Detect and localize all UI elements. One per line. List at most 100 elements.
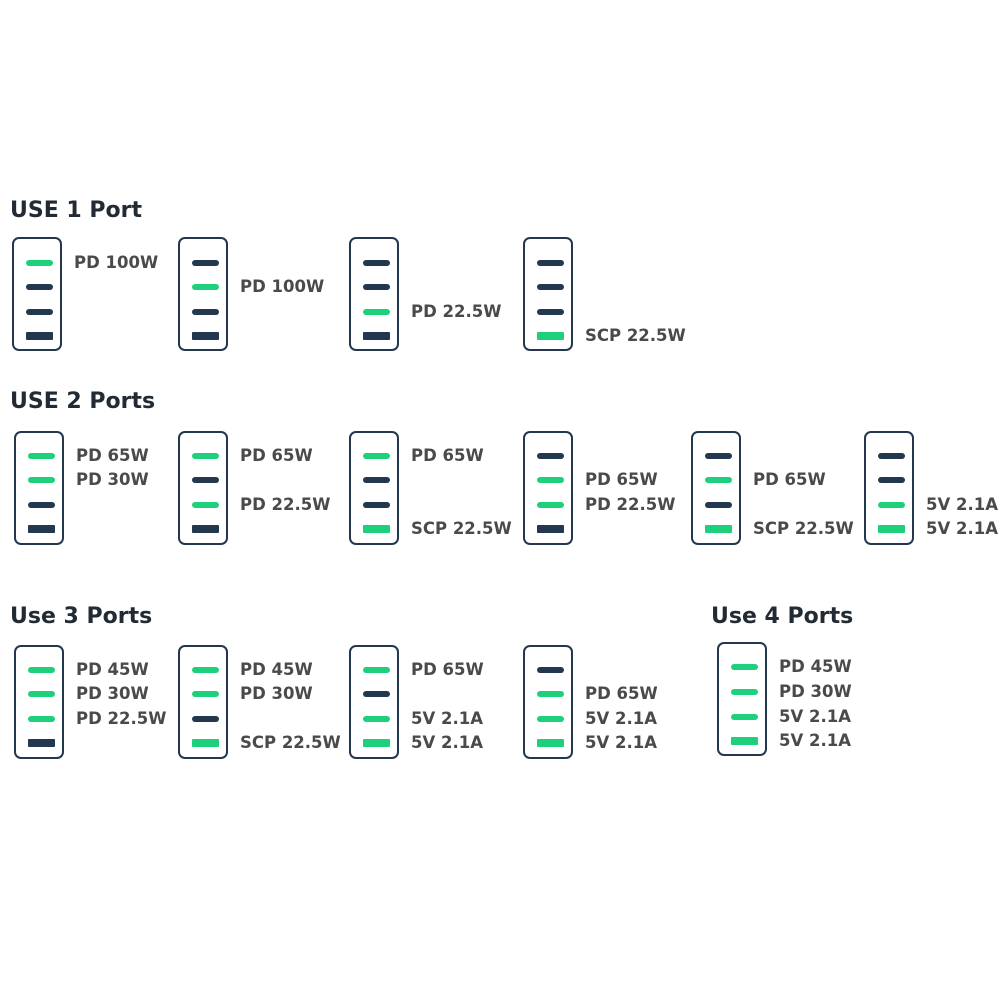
usb-c-port-indicator: [731, 713, 758, 720]
port-output-label: PD 45W: [240, 659, 313, 679]
usb-c-port-indicator: [537, 501, 564, 508]
usb-c-port-indicator: [28, 690, 55, 697]
port-output-label: PD 30W: [779, 681, 852, 701]
usb-c-port-indicator: [363, 283, 390, 290]
charger-icon: [523, 237, 573, 351]
usb-c-port-indicator: [192, 501, 219, 508]
usb-c-port-indicator: [878, 501, 905, 508]
port-output-label: PD 65W: [76, 445, 149, 465]
port-output-label: PD 65W: [753, 469, 826, 489]
port-output-label: 5V 2.1A: [926, 494, 998, 514]
charger-icon: [178, 237, 228, 351]
charger-icon: [14, 431, 64, 545]
charger-icon: [349, 431, 399, 545]
usb-c-port-indicator: [28, 476, 55, 483]
usb-c-port-indicator: [28, 452, 55, 459]
port-output-label: 5V 2.1A: [585, 732, 657, 752]
usb-c-port-indicator: [537, 259, 564, 266]
usb-c-port-indicator: [878, 476, 905, 483]
charger-icon: [12, 237, 62, 351]
usb-c-port-indicator: [363, 452, 390, 459]
port-output-label: SCP 22.5W: [411, 518, 512, 538]
usb-c-port-indicator: [705, 501, 732, 508]
port-output-label: PD 30W: [240, 683, 313, 703]
port-output-label: PD 22.5W: [585, 494, 676, 514]
port-output-label: PD 65W: [585, 683, 658, 703]
usb-a-port-indicator: [363, 738, 390, 747]
usb-c-port-indicator: [537, 308, 564, 315]
port-output-label: PD 45W: [76, 659, 149, 679]
charger-icon: [523, 431, 573, 545]
charger-icon: [864, 431, 914, 545]
port-output-label: 5V 2.1A: [411, 708, 483, 728]
port-output-label: PD 65W: [585, 469, 658, 489]
usb-c-port-indicator: [26, 308, 53, 315]
usb-c-port-indicator: [192, 666, 219, 673]
port-output-label: SCP 22.5W: [753, 518, 854, 538]
port-output-label: PD 30W: [76, 683, 149, 703]
usb-c-port-indicator: [537, 666, 564, 673]
usb-c-port-indicator: [363, 666, 390, 673]
usb-c-port-indicator: [731, 663, 758, 670]
usb-c-port-indicator: [363, 308, 390, 315]
charger-icon: [14, 645, 64, 759]
charger-icon: [349, 645, 399, 759]
port-output-label: PD 22.5W: [411, 301, 502, 321]
usb-c-port-indicator: [537, 690, 564, 697]
port-output-label: PD 65W: [411, 659, 484, 679]
usb-c-port-indicator: [731, 688, 758, 695]
charger-icon: [178, 645, 228, 759]
port-output-label: 5V 2.1A: [779, 730, 851, 750]
usb-a-port-indicator: [705, 524, 732, 533]
port-output-label: 5V 2.1A: [585, 708, 657, 728]
charger-icon: [178, 431, 228, 545]
usb-a-port-indicator: [878, 524, 905, 533]
usb-c-port-indicator: [537, 452, 564, 459]
port-output-label: 5V 2.1A: [779, 706, 851, 726]
charger-icon: [523, 645, 573, 759]
usb-a-port-indicator: [192, 524, 219, 533]
port-output-label: 5V 2.1A: [926, 518, 998, 538]
charger-icon: [691, 431, 741, 545]
section-title-use-2-ports: USE 2 Ports: [10, 389, 156, 414]
port-output-label: PD 45W: [779, 656, 852, 676]
usb-a-port-indicator: [731, 736, 758, 745]
usb-a-port-indicator: [28, 738, 55, 747]
usb-c-port-indicator: [363, 690, 390, 697]
usb-c-port-indicator: [537, 715, 564, 722]
usb-a-port-indicator: [192, 738, 219, 747]
usb-c-port-indicator: [537, 476, 564, 483]
usb-c-port-indicator: [537, 283, 564, 290]
usb-c-port-indicator: [363, 259, 390, 266]
usb-c-port-indicator: [192, 283, 219, 290]
section-title-use-4-ports: Use 4 Ports: [711, 604, 854, 629]
port-output-label: PD 100W: [74, 252, 159, 272]
usb-a-port-indicator: [537, 524, 564, 533]
port-output-label: PD 22.5W: [240, 494, 331, 514]
usb-c-port-indicator: [192, 308, 219, 315]
usb-c-port-indicator: [26, 259, 53, 266]
section-title-use-3-ports: Use 3 Ports: [10, 604, 153, 629]
usb-a-port-indicator: [537, 738, 564, 747]
port-output-label: PD 30W: [76, 469, 149, 489]
usb-c-port-indicator: [363, 501, 390, 508]
usb-a-port-indicator: [28, 524, 55, 533]
port-output-label: PD 22.5W: [76, 708, 167, 728]
port-output-label: PD 65W: [240, 445, 313, 465]
port-output-label: PD 65W: [411, 445, 484, 465]
usb-c-port-indicator: [192, 715, 219, 722]
usb-c-port-indicator: [28, 715, 55, 722]
usb-a-port-indicator: [363, 524, 390, 533]
usb-c-port-indicator: [363, 476, 390, 483]
usb-c-port-indicator: [26, 283, 53, 290]
usb-c-port-indicator: [192, 690, 219, 697]
port-output-label: PD 100W: [240, 276, 325, 296]
usb-c-port-indicator: [28, 501, 55, 508]
charger-icon: [349, 237, 399, 351]
charger-icon: [717, 642, 767, 756]
port-output-label: SCP 22.5W: [240, 732, 341, 752]
usb-a-port-indicator: [192, 331, 219, 340]
usb-a-port-indicator: [363, 331, 390, 340]
section-title-use-1-port: USE 1 Port: [10, 198, 142, 223]
port-output-label: SCP 22.5W: [585, 325, 686, 345]
